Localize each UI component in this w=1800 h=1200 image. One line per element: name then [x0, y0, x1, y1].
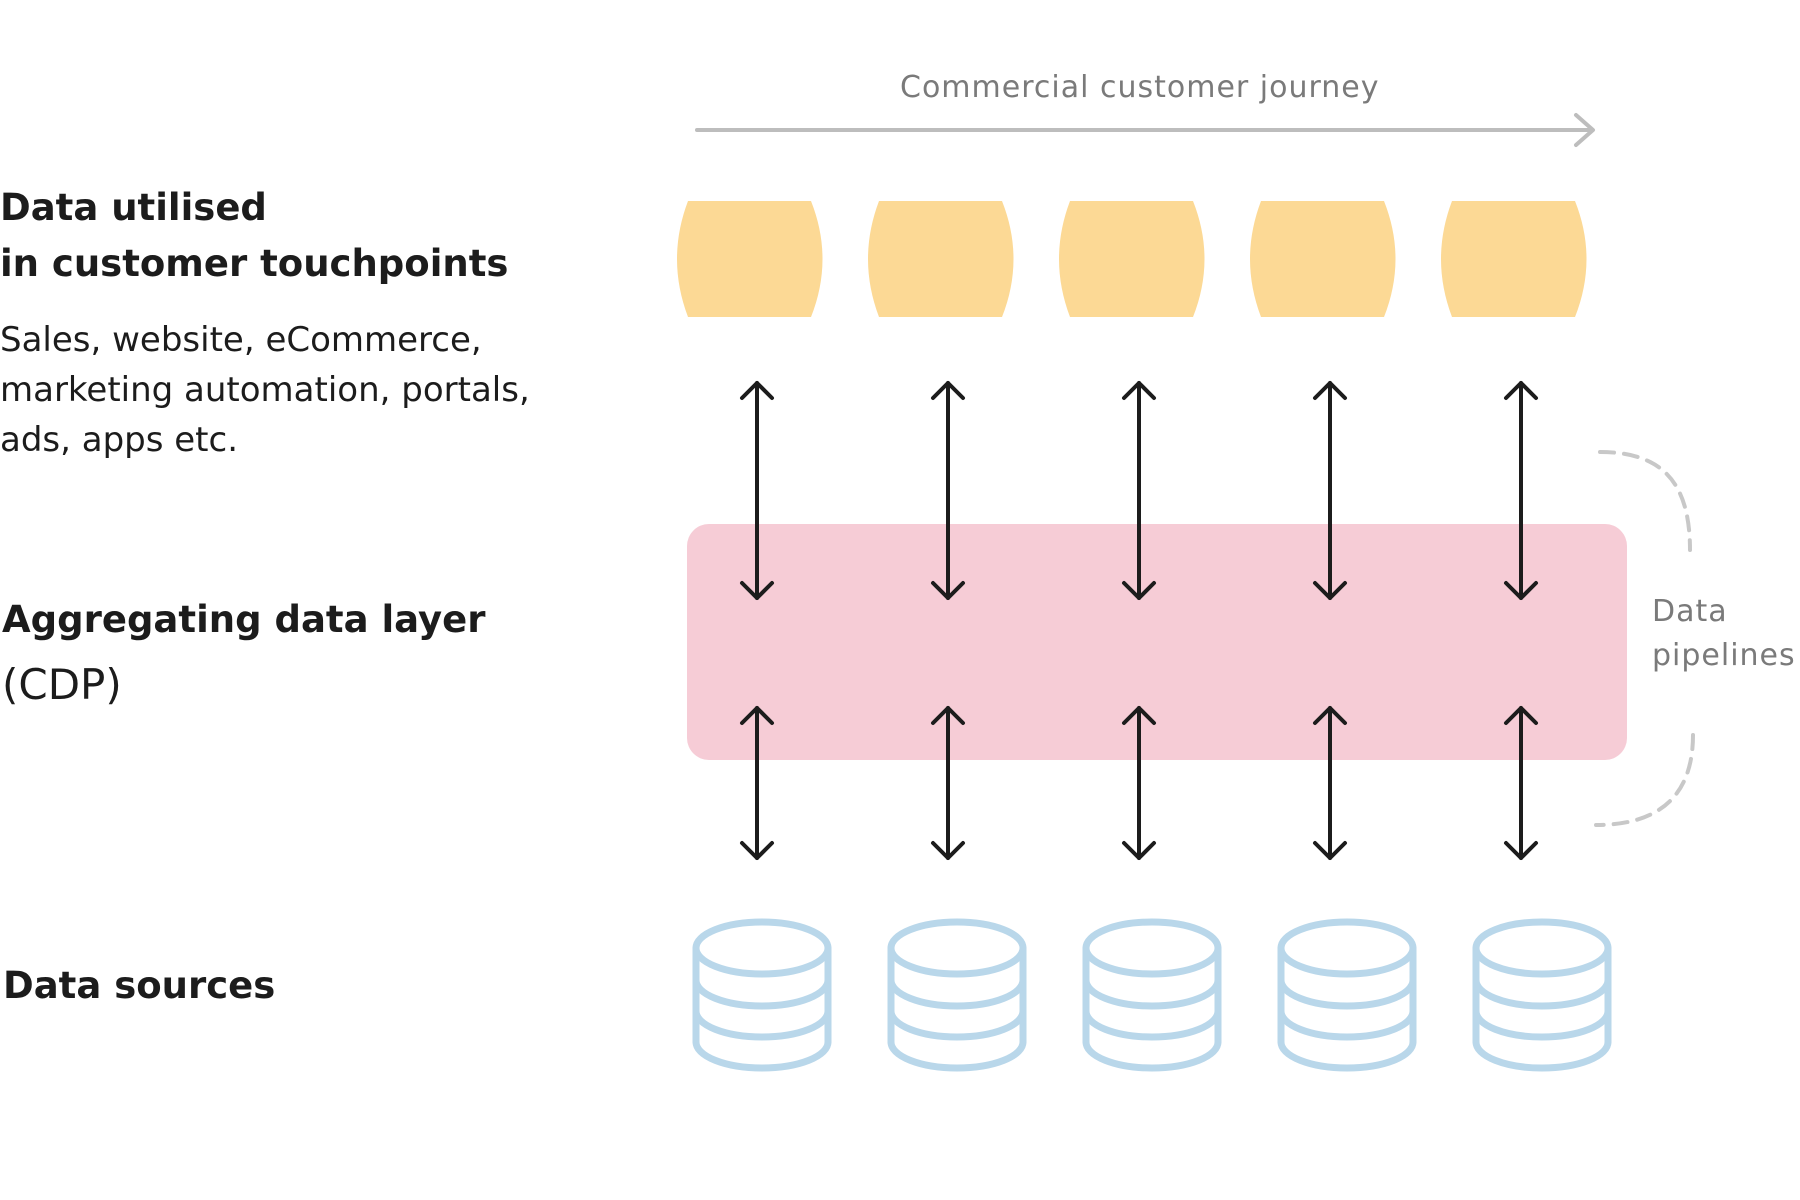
database-icon-4: [1277, 918, 1417, 1072]
touchpoint-shape-4: [1250, 201, 1396, 317]
cdp-title: Aggregating data layer: [2, 598, 486, 641]
arrow-upper-2: [931, 381, 965, 600]
database-icon-2: [887, 918, 1027, 1072]
arrow-upper-5: [1504, 381, 1538, 600]
database-icons: [692, 918, 1612, 1072]
database-icon-3: [1082, 918, 1222, 1072]
database-icon-1: [692, 918, 832, 1072]
database-icon-5: [1472, 918, 1612, 1072]
pipeline-curve-bottom: [1594, 733, 1695, 827]
arrow-lower-2: [931, 706, 965, 860]
pipelines-label-line2: pipelines: [1652, 638, 1796, 673]
pipeline-curve-top: [1598, 450, 1692, 552]
touchpoints-description-line3: ads, apps etc.: [0, 420, 239, 460]
arrow-lower-3: [1122, 706, 1156, 860]
cdp-layer-box: [687, 524, 1627, 760]
arrow-upper-1: [740, 381, 774, 600]
touchpoints-title-line2: in customer touchpoints: [0, 242, 509, 285]
touchpoint-shapes: [677, 201, 1587, 317]
data-sources-title: Data sources: [3, 964, 276, 1007]
cdp-subtitle: (CDP): [2, 660, 122, 709]
touchpoint-shape-3: [1059, 201, 1205, 317]
pipelines-label-line1: Data: [1652, 594, 1728, 629]
touchpoints-description-line1: Sales, website, eCommerce,: [0, 320, 482, 360]
bidirectional-arrows: [740, 381, 1538, 860]
touchpoint-shape-1: [677, 201, 823, 317]
touchpoint-shape-5: [1441, 201, 1587, 317]
arrow-upper-4: [1313, 381, 1347, 600]
arrow-upper-3: [1122, 381, 1156, 600]
arrow-lower-4: [1313, 706, 1347, 860]
touchpoints-title-line1: Data utilised: [0, 186, 267, 229]
arrow-lower-5: [1504, 706, 1538, 860]
arrow-lower-1: [740, 706, 774, 860]
touchpoint-shape-2: [868, 201, 1014, 317]
journey-label: Commercial customer journey: [900, 70, 1380, 105]
touchpoints-description-line2: marketing automation, portals,: [0, 370, 530, 410]
journey-arrow: [695, 113, 1595, 147]
